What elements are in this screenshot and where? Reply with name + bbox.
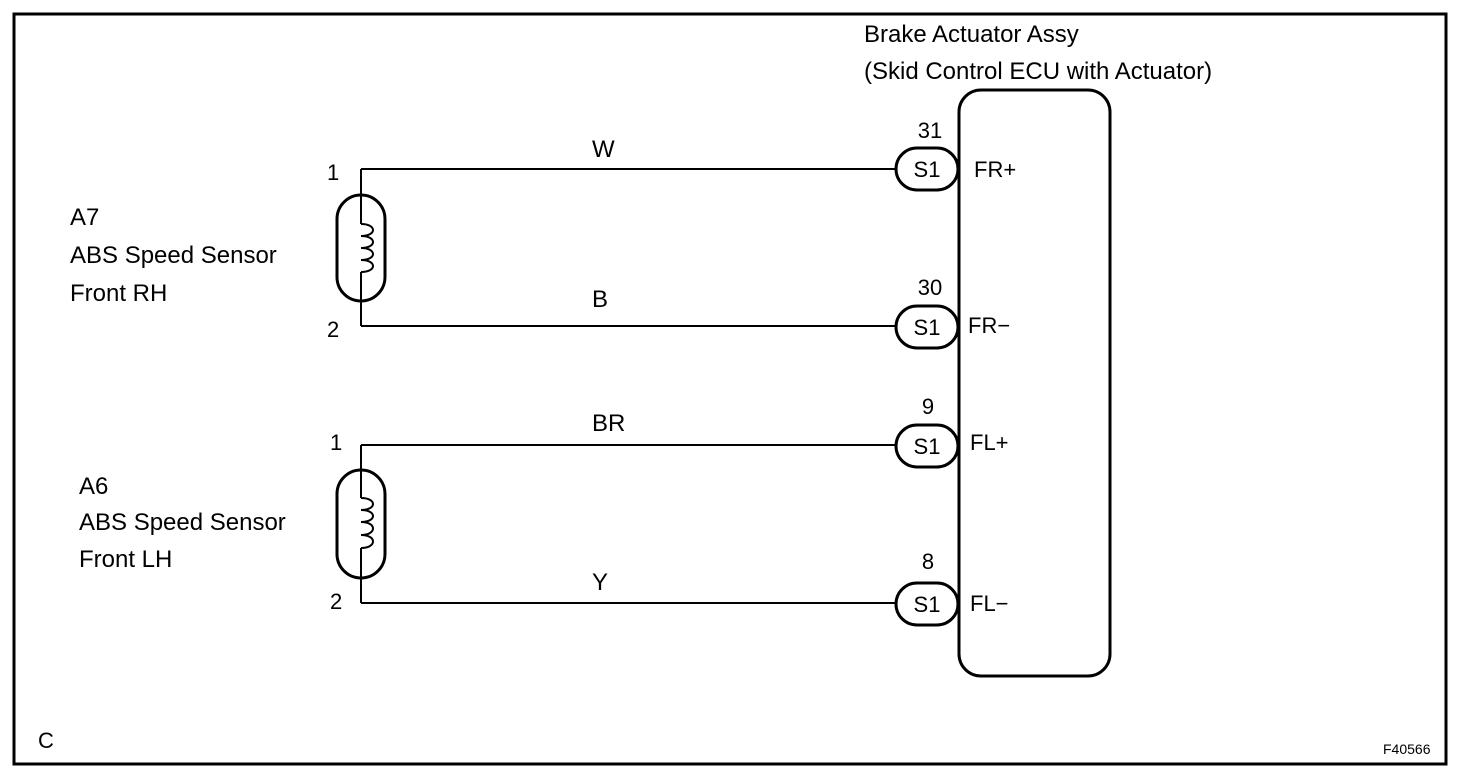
sensor-rh-pin2: 2 [327,317,339,342]
wire-b-pin: 30 [918,275,942,300]
wire-b-connector [894,304,960,350]
sensor-lh [335,445,387,603]
figure-id: F40566 [1383,741,1431,757]
corner-label: C [38,728,54,753]
wire-br-color: BR [592,410,625,437]
wire-w-pin: 31 [918,118,942,143]
wire-y-connector-label: S1 [914,592,941,617]
ecu-block [957,88,1112,678]
sensor-lh-name: ABS Speed Sensor [79,509,286,536]
wire-w: W S1 31 FR+ [361,118,1016,192]
wire-br: BR S1 9 FL+ [361,394,1009,469]
wire-y-pin: 8 [922,549,934,574]
ecu-title-line1: Brake Actuator Assy [864,21,1079,48]
wire-b: B S1 30 FR− [361,275,1010,350]
sensor-lh-side: Front LH [79,546,172,573]
wire-br-pin: 9 [922,394,934,419]
diagram-frame [12,12,1448,766]
wire-y-connector [894,581,960,627]
sensor-rh-coil-icon [360,223,374,273]
sensor-rh-side: Front RH [70,280,167,307]
wire-b-connector-label: S1 [914,315,941,340]
wire-b-color: B [592,286,608,313]
wire-br-connector [894,423,960,469]
ecu-title-line2: (Skid Control ECU with Actuator) [864,58,1212,85]
sensor-lh-pin1: 1 [330,430,342,455]
wire-w-connector-label: S1 [914,157,941,182]
wire-y: Y S1 8 FL− [361,549,1009,627]
wire-w-color: W [592,136,615,163]
wire-br-terminal: FL+ [970,430,1009,455]
sensor-lh-coil-icon [360,497,374,549]
wire-w-terminal: FR+ [974,157,1016,182]
wire-w-connector [894,146,960,192]
wire-br-connector-label: S1 [914,434,941,459]
wire-b-terminal: FR− [968,313,1010,338]
sensor-lh-code: A6 [79,473,108,500]
wire-y-terminal: FL− [970,591,1009,616]
sensor-rh-name: ABS Speed Sensor [70,242,277,269]
sensor-rh-code: A7 [70,204,99,231]
sensor-lh-pin2: 2 [330,589,342,614]
sensor-rh [335,169,387,326]
sensor-rh-pin1: 1 [327,160,339,185]
wire-y-color: Y [592,569,608,596]
